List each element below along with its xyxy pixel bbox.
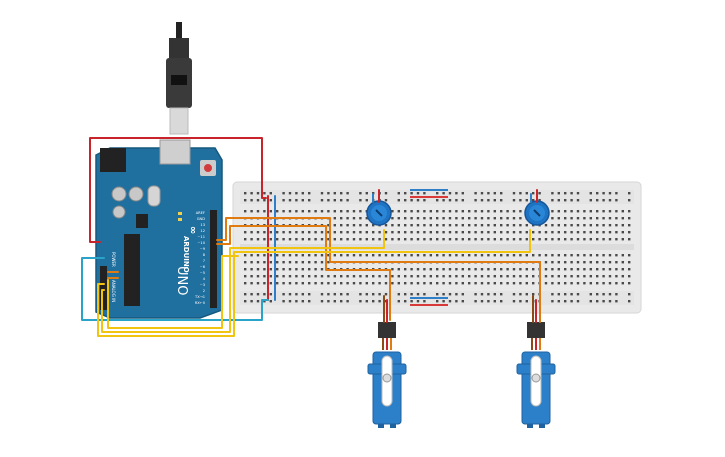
digital-pin-label: 8 [203,253,206,257]
digital-pin-label: ~3 [200,283,205,287]
digital-pin-label: AREF [196,211,205,215]
digital-pin-labels: AREF GND 13 12 ~11 ~10 ~9 8 7 ~6 ~5 4 ~3 2TX→1RX←0 [194,211,206,305]
digital-pin-label: 7 [203,259,205,263]
wire-analog-yellow-3[interactable] [107,255,239,329]
wire-gnd-teal[interactable] [81,257,269,321]
crystal [147,185,161,207]
digital-pin-label: ~5 [200,271,205,275]
digital-pin-label: GND [197,217,205,221]
power-section-label: POWER [111,252,116,267]
capacitor-2 [128,186,144,202]
digital-pin-label: 12 [200,229,205,233]
atmega-chip [124,234,140,306]
wire-signal-orange-2[interactable] [216,225,391,321]
wires [81,137,541,337]
digital-pin-label: 13 [200,223,205,227]
arduino-logo-text: ARDUINO [182,236,190,273]
digital-pin-label: RX←0 [195,301,206,305]
digital-pin-label: 4 [203,277,206,281]
potentiometer-1[interactable] [366,200,392,226]
wire-signal-orange-1[interactable] [216,217,541,281]
digital-pin-label: ~6 [200,265,206,269]
wire-analog-yellow-2[interactable] [101,229,385,333]
servo-1-connector [378,322,396,338]
arduino-uno-board[interactable]: ∞ ARDUINO UNO AREF GND 13 12 ~11 ~10 ~9 8 7 ~6 ~5 4… [95,22,223,319]
digital-pin-label: ~9 [200,247,206,251]
usb-cable [176,22,182,38]
usb-connector-metal [169,107,189,135]
power-analog-header [100,266,107,310]
wire-5v-red[interactable] [89,137,267,243]
arduino-model-text: UNO [174,266,189,295]
potentiometer-2[interactable] [524,200,550,226]
servo-2[interactable] [516,322,556,428]
digital-pin-label: ~10 [197,241,205,245]
capacitor-1 [111,186,127,202]
digital-pin-label: 2 [203,289,205,293]
digital-pin-label: ~11 [197,235,205,239]
arduino-logo-infinity: ∞ [187,226,198,234]
capacitor-3 [112,205,126,219]
digital-pin-label: TX→1 [194,295,205,299]
wire-analog-yellow-1[interactable] [97,229,531,337]
usb-b-port [159,139,191,165]
servo-2-connector [527,322,545,338]
power-jack [100,148,126,172]
digital-header [210,210,217,308]
analog-section-label: ANALOG IN [111,280,116,302]
servo-1[interactable] [367,322,407,428]
